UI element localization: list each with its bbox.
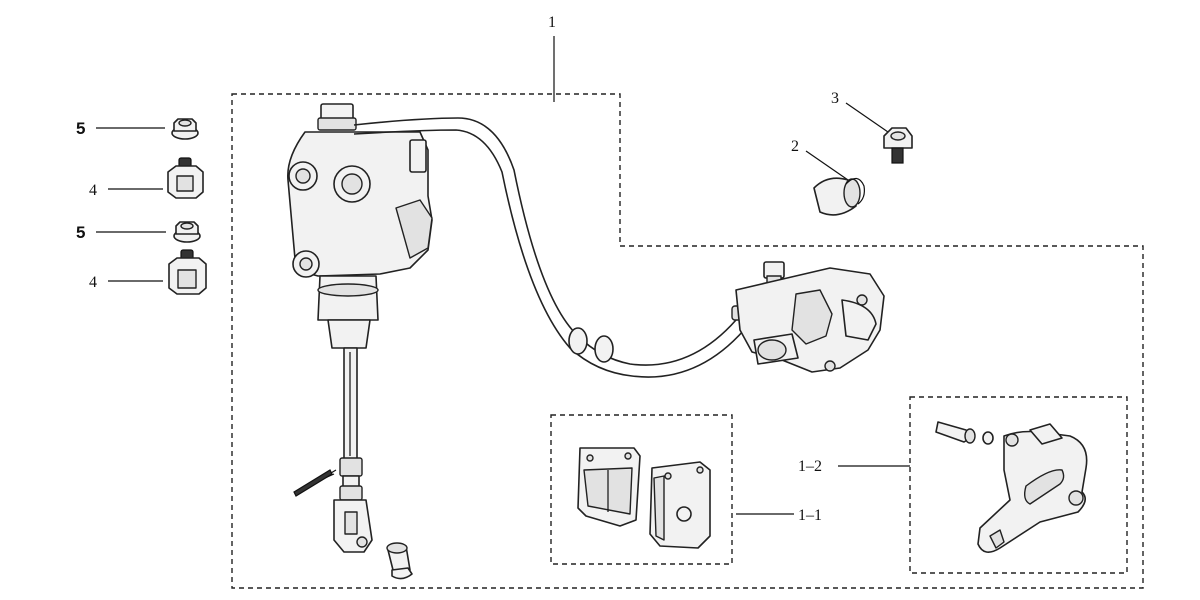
bolt-lower (168, 249, 207, 295)
callout-5-lower: 5 (76, 223, 86, 242)
callout-4-lower: 4 (89, 274, 97, 291)
callout-1-1: 1–1 (798, 507, 822, 524)
flange-nut-lower (173, 221, 201, 243)
small-bolt (883, 127, 913, 164)
flange-nut-upper (171, 118, 199, 140)
rubber-sleeve (813, 177, 865, 216)
callout-5-upper: 5 (76, 119, 86, 138)
callout-2: 2 (791, 138, 799, 155)
callout-3: 3 (831, 90, 839, 107)
assembly-1-1-boundary (550, 414, 733, 565)
callout-1: 1 (548, 14, 556, 31)
callout-4-upper: 4 (89, 182, 97, 199)
master-cylinder (287, 103, 433, 553)
assembly-1-boundary (231, 93, 1144, 589)
brake-pads (577, 447, 711, 549)
callout-1-2: 1–2 (798, 458, 822, 475)
bolt-upper (167, 157, 204, 199)
assembly-1-2-boundary (909, 396, 1128, 574)
clevis-pin (386, 542, 413, 580)
leader-lines (96, 36, 910, 515)
brake-hose (353, 117, 755, 378)
brake-caliper (735, 261, 885, 373)
caliper-bracket (935, 421, 1088, 553)
